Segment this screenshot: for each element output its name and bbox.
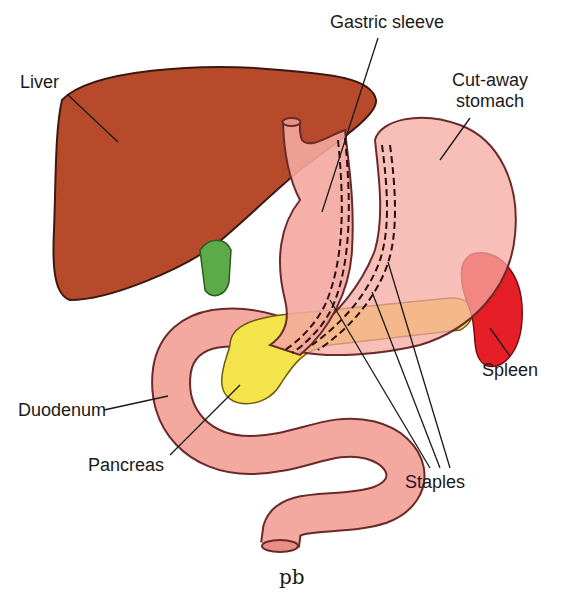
part-label: Pancreas bbox=[88, 455, 164, 476]
part-label: Spleen bbox=[482, 360, 538, 381]
signature: pb bbox=[279, 566, 305, 589]
leader-line bbox=[388, 262, 450, 468]
part-label: Liver bbox=[20, 72, 59, 93]
leader-line bbox=[104, 396, 168, 410]
part-label: Duodenum bbox=[18, 400, 106, 421]
leader-line bbox=[68, 95, 118, 142]
staple-line bbox=[285, 140, 342, 350]
part-label: Staples bbox=[405, 472, 465, 493]
gallbladder-shape bbox=[200, 240, 231, 295]
leader-line bbox=[372, 292, 440, 468]
leader-line bbox=[490, 328, 510, 356]
leader-line bbox=[170, 385, 240, 455]
leader-line bbox=[440, 118, 470, 160]
leader-line bbox=[322, 38, 378, 212]
part-label: Gastric sleeve bbox=[330, 12, 444, 33]
sleeve-opening bbox=[283, 118, 301, 126]
duodenum-opening bbox=[262, 540, 298, 552]
part-label: Cut-away stomach bbox=[440, 70, 540, 111]
staple-line bbox=[318, 145, 395, 350]
leader-line bbox=[330, 300, 430, 468]
staple-line bbox=[312, 145, 387, 345]
